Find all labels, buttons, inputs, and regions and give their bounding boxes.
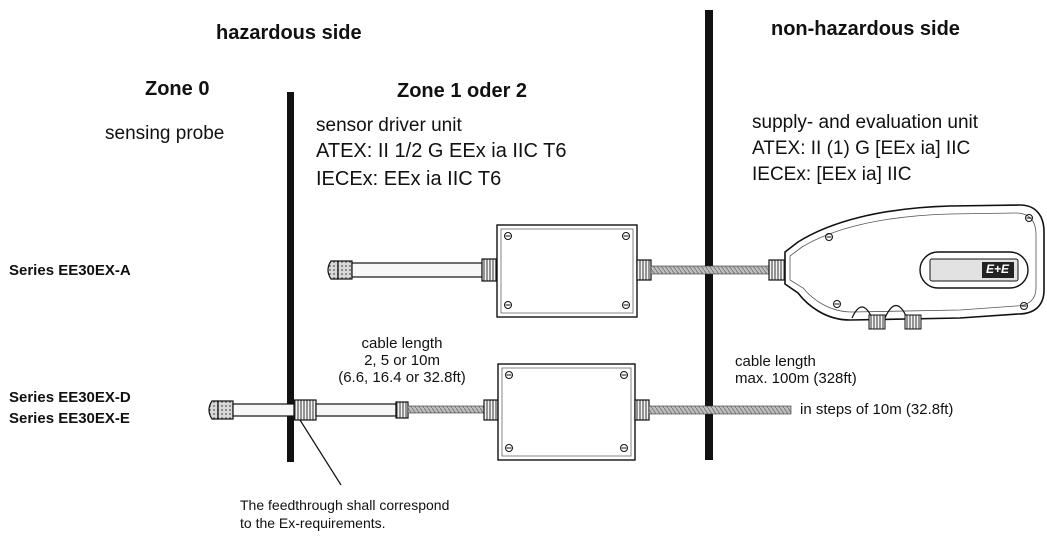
cable-long: [634, 399, 792, 421]
hazard-boundary-bar: [705, 10, 713, 460]
zone-divider-bar: [287, 92, 294, 462]
supply-evaluation-unit: [784, 204, 1045, 330]
driver-unit-d: [497, 363, 636, 461]
series-e-label: Series EE30EX-E: [9, 410, 130, 427]
probe-a: [327, 258, 497, 282]
ee-logo: E+E: [986, 262, 1010, 276]
driver-unit-iecex: IECEx: EEx ia IIC T6: [316, 168, 502, 190]
cable-short-label-line2: 2, 5 or 10m: [364, 352, 440, 369]
feedthrough-leader-line: [299, 419, 342, 486]
cable-long-label-line3: in steps of 10m (32.8ft): [800, 401, 954, 418]
probe-label: sensing probe: [105, 123, 225, 144]
non-hazardous-side-heading: non-hazardous side: [771, 18, 960, 40]
supply-unit-atex: ATEX: II (1) G [EEx ia] IIC: [752, 138, 971, 159]
zone12-heading: Zone 1 oder 2: [397, 80, 528, 102]
series-a-label: Series EE30EX-A: [9, 262, 131, 279]
cable-a: [636, 259, 786, 281]
cable-short: [407, 399, 499, 421]
series-d-label: Series EE30EX-D: [9, 389, 131, 406]
zone0-heading: Zone 0: [145, 78, 210, 100]
supply-unit-iecex: IECEx: [EEx ia] IIC: [752, 164, 912, 185]
feedthrough-fitting: [293, 399, 409, 421]
driver-unit-atex: ATEX: II 1/2 G EEx ia IIC T6: [316, 140, 567, 162]
hazardous-side-heading: hazardous side: [216, 22, 362, 44]
driver-unit-a: [496, 224, 638, 318]
cable-short-label-line1: cable length: [361, 335, 443, 352]
probe-d: [208, 400, 296, 420]
supply-unit-title: supply- and evaluation unit: [752, 112, 979, 133]
driver-unit-title: sensor driver unit: [316, 115, 462, 136]
feedthrough-note-line1: The feedthrough shall correspond: [240, 497, 450, 513]
cable-short-label-line3: (6.6, 16.4 or 32.8ft): [338, 369, 466, 386]
cable-long-label-line1: cable length: [735, 353, 816, 370]
feedthrough-note-line2: to the Ex-requirements.: [240, 515, 386, 531]
cable-long-label-line2: max. 100m (328ft): [735, 370, 857, 387]
